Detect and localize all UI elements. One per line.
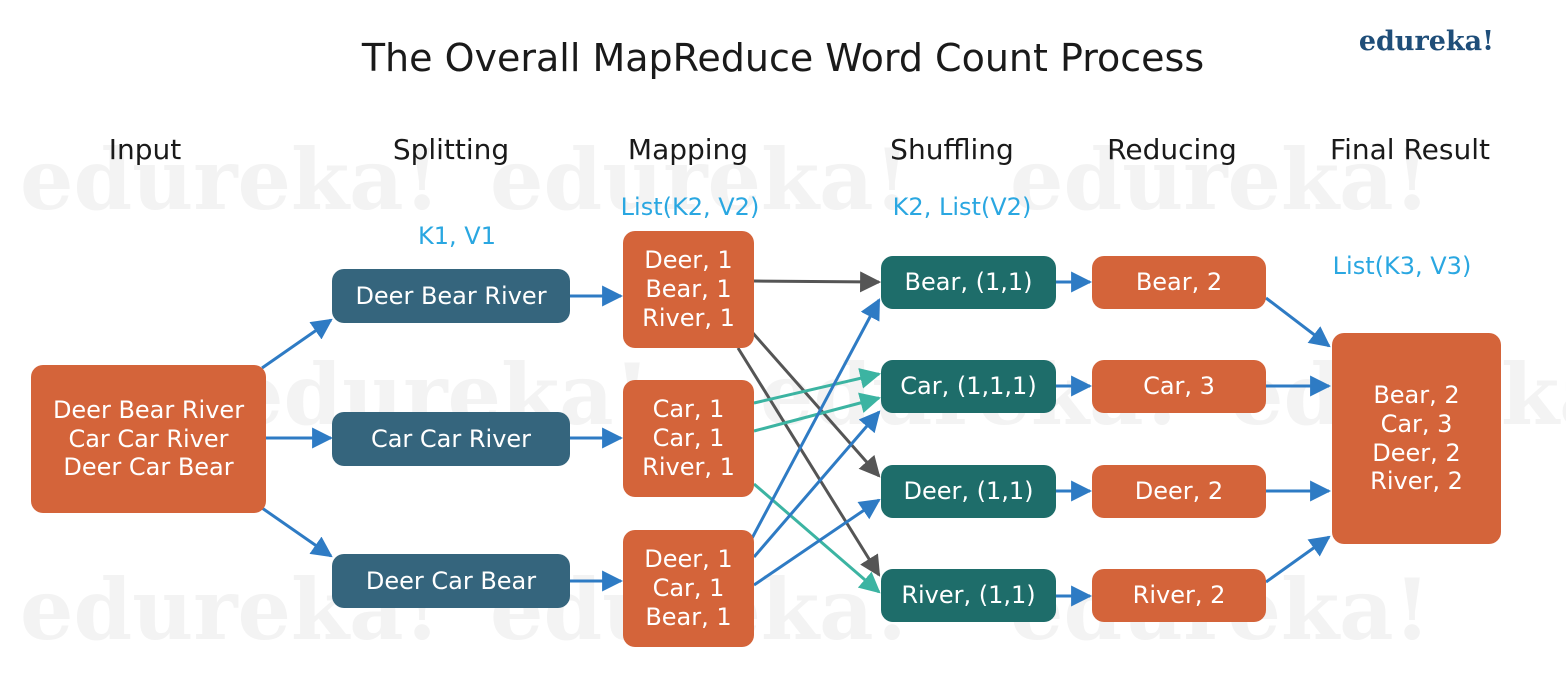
stage-reducing-label: Reducing	[1107, 133, 1237, 166]
map-box-3: Deer, 1 Car, 1 Bear, 1	[623, 530, 754, 647]
reduce-box-deer: Deer, 2	[1092, 465, 1266, 518]
map-pair: River, 1	[642, 303, 735, 332]
shuffle-box-bear: Bear, (1,1)	[881, 256, 1056, 309]
map-pair: River, 1	[642, 452, 735, 481]
reduce-text: Bear, 2	[1135, 268, 1223, 297]
map-pair: Car, 1	[652, 574, 725, 603]
final-result-line: Car, 3	[1380, 409, 1453, 438]
shuffle-box-deer: Deer, (1,1)	[881, 465, 1056, 518]
reduce-box-car: Car, 3	[1092, 360, 1266, 413]
map-pair: Car, 1	[652, 424, 725, 453]
reduce-box-river: River, 2	[1092, 569, 1266, 622]
kv-label-shuffling: K2, List(V2)	[892, 193, 1032, 221]
map-pair: Bear, 1	[645, 602, 732, 631]
arrow-map1-to-deer	[750, 331, 881, 478]
page-title: The Overall MapReduce Word Count Process	[361, 36, 1205, 80]
kv-label-splitting: K1, V1	[418, 222, 496, 250]
watermark: edureka!	[20, 130, 441, 229]
arrow-map2-to-river	[753, 482, 881, 594]
split-text: Deer Bear River	[355, 281, 547, 310]
shuffle-box-car: Car, (1,1,1)	[881, 360, 1056, 413]
kv-label-final: List(K3, V3)	[1332, 252, 1472, 280]
reduce-text: Car, 3	[1143, 372, 1215, 401]
map-pair: Bear, 1	[645, 275, 732, 304]
stage-final-label: Final Result	[1330, 133, 1490, 166]
final-result-line: Deer, 2	[1372, 438, 1461, 467]
split-box-3: Deer Car Bear	[332, 554, 570, 608]
arrow-map3-to-car	[752, 410, 881, 558]
final-result-line: Bear, 2	[1373, 380, 1460, 409]
arrow-map1-to-bear	[753, 271, 882, 293]
map-box-2: Car, 1 Car, 1 River, 1	[623, 380, 754, 497]
shuffle-box-river: River, (1,1)	[881, 569, 1056, 622]
shuffle-text: Deer, (1,1)	[903, 477, 1034, 506]
arrow-reduce-river-to-final	[1265, 535, 1331, 584]
input-line: Deer Car Bear	[63, 453, 234, 482]
input-box: Deer Bear River Car Car River Deer Car B…	[31, 365, 266, 513]
arrow-map2-to-car-a	[753, 368, 882, 405]
stage-input-label: Input	[108, 133, 182, 166]
map-pair: Car, 1	[652, 395, 725, 424]
stage-mapping-label: Mapping	[627, 133, 749, 166]
map-box-1: Deer, 1 Bear, 1 River, 1	[623, 231, 754, 348]
reduce-box-bear: Bear, 2	[1092, 256, 1266, 309]
split-text: Deer Car Bear	[365, 566, 537, 595]
watermark: edureka!	[490, 130, 911, 229]
edureka-logo: edureka!	[1358, 26, 1494, 57]
final-result-line: River, 2	[1370, 467, 1463, 496]
shuffle-text: Car, (1,1,1)	[900, 372, 1037, 401]
arrow-reduce-bear-to-final	[1265, 296, 1331, 348]
map-pair: Deer, 1	[644, 545, 733, 574]
shuffle-text: River, (1,1)	[901, 581, 1036, 610]
arrow-input-to-split-3	[261, 506, 333, 558]
watermark: edureka!	[1010, 130, 1431, 229]
split-text: Car Car River	[370, 424, 532, 453]
stage-splitting-label: Splitting	[392, 133, 510, 166]
stage-shuffling-label: Shuffling	[890, 133, 1014, 166]
arrow-input-to-split-1	[261, 318, 333, 370]
split-box-2: Car Car River	[332, 412, 570, 466]
shuffle-text: Bear, (1,1)	[904, 268, 1033, 297]
input-line: Car Car River	[68, 424, 229, 453]
kv-label-mapping: List(K2, V2)	[620, 193, 760, 221]
split-box-1: Deer Bear River	[332, 269, 570, 323]
final-result-box: Bear, 2 Car, 3 Deer, 2 River, 2	[1332, 333, 1501, 544]
reduce-text: Deer, 2	[1134, 477, 1224, 506]
arrow-map1-to-river	[736, 347, 881, 577]
arrow-map3-to-deer	[753, 498, 881, 587]
arrow-map3-to-bear	[748, 298, 881, 543]
map-pair: Deer, 1	[644, 246, 733, 275]
reduce-text: River, 2	[1132, 581, 1226, 610]
input-line: Deer Bear River	[52, 395, 245, 424]
